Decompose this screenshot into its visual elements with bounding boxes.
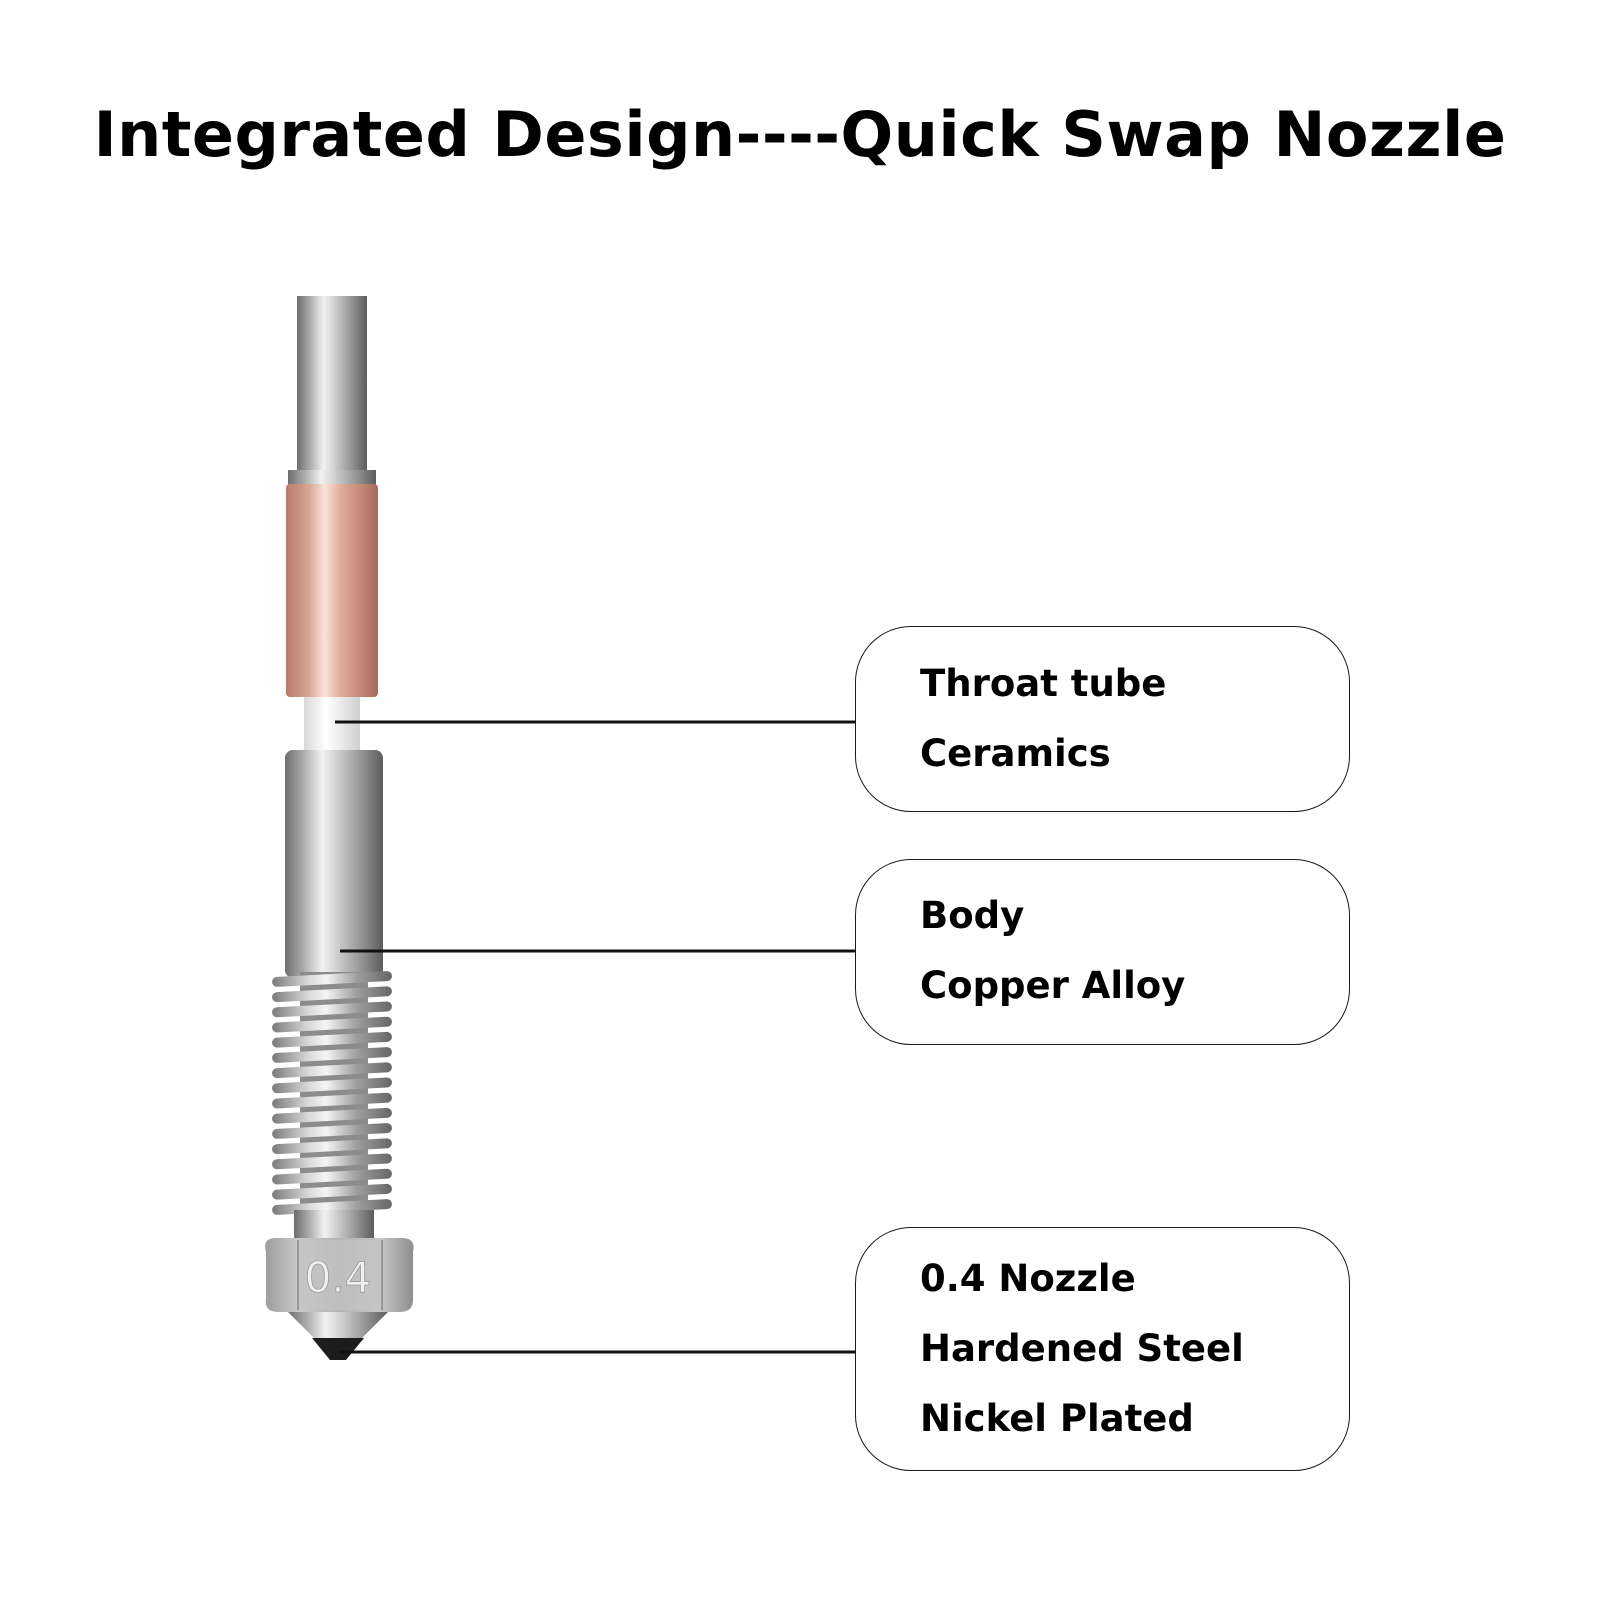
thread-ridge	[272, 1092, 392, 1109]
thread-ridge	[272, 1077, 392, 1094]
nozzle-tip	[312, 1338, 364, 1360]
thread-ridge	[272, 971, 392, 987]
thread-ridge	[272, 1016, 392, 1033]
callout-nozzle: 0.4 Nozzle Hardened Steel Nickel Plated	[855, 1227, 1350, 1471]
nozzle-body	[285, 750, 383, 978]
thread-ridge	[272, 1047, 392, 1063]
callout-throat-title: Throat tube	[920, 662, 1167, 705]
ceramic-throat-tube	[304, 697, 360, 752]
callout-nozzle-finish: Nickel Plated	[920, 1397, 1194, 1440]
thread-ridge	[272, 1062, 392, 1079]
heatbreak-tube	[297, 296, 367, 472]
thread-ridge	[272, 1168, 392, 1185]
thread-ridge	[272, 1153, 392, 1170]
thread-ridge	[272, 1138, 392, 1155]
callout-nozzle-material: Hardened Steel	[920, 1327, 1244, 1370]
tube-collar	[288, 470, 376, 486]
thread-ridge	[272, 1183, 392, 1200]
callout-body-title: Body	[920, 894, 1025, 937]
thread-section	[272, 971, 392, 1215]
callout-body-material: Copper Alloy	[920, 964, 1186, 1007]
thread-ridge	[272, 986, 392, 1003]
nozzle-size-marking: 0.4	[305, 1253, 372, 1302]
callout-body: Body Copper Alloy	[855, 859, 1350, 1045]
page-title: Integrated Design----Quick Swap Nozzle	[93, 98, 1507, 171]
copper-sleeve	[286, 484, 378, 697]
callout-nozzle-title: 0.4 Nozzle	[920, 1257, 1136, 1300]
nozzle-cone	[288, 1312, 388, 1338]
thread-neck	[294, 1210, 374, 1240]
thread-ridge	[272, 1001, 392, 1018]
thread-ridge	[272, 1031, 392, 1048]
callout-throat-material: Ceramics	[920, 732, 1111, 775]
callout-throat-tube: Throat tube Ceramics	[855, 626, 1350, 812]
thread-ridge	[272, 1123, 392, 1139]
thread-ridge	[272, 1107, 392, 1124]
